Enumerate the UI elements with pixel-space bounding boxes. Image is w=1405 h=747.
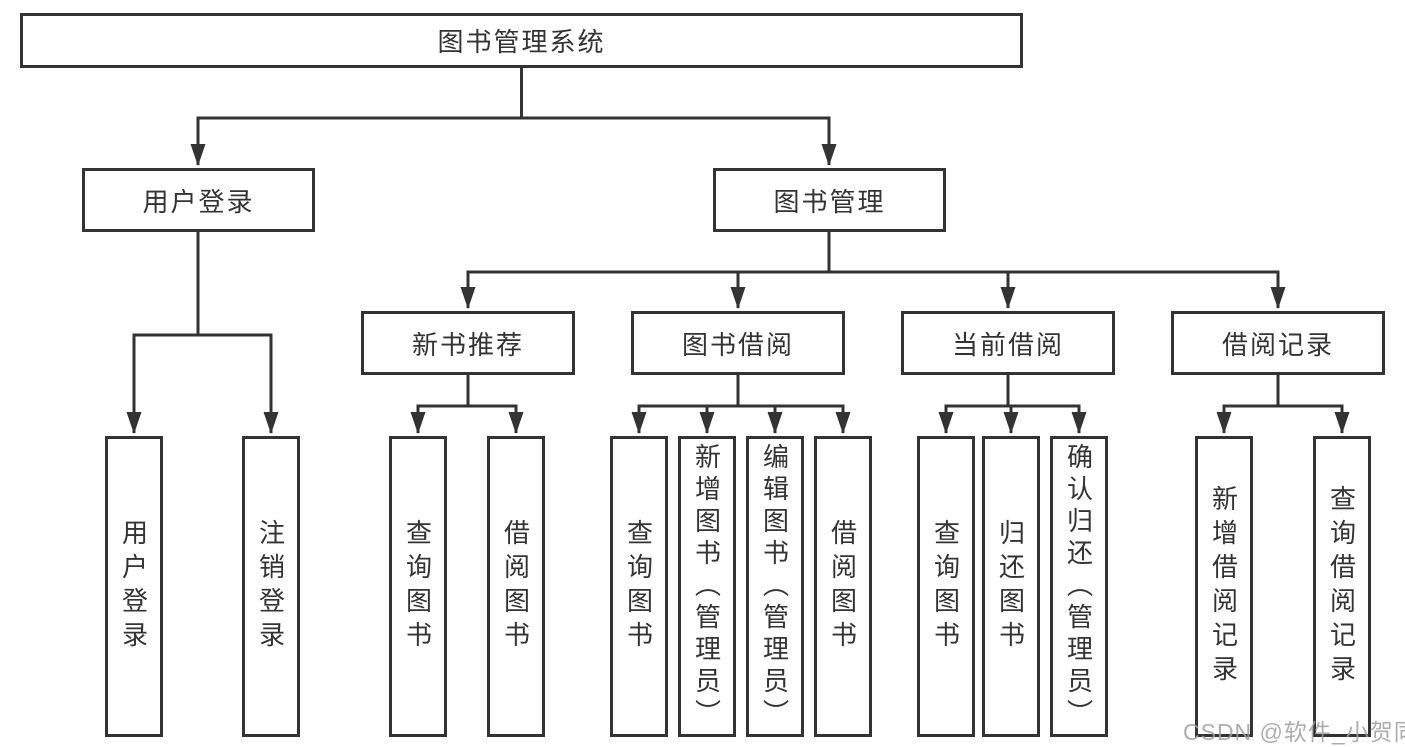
leaf-records-query-borrow-record: 查询借阅记录 — [1313, 436, 1371, 737]
leaf-borrowing-edit-books-admin: 编辑图书（管理员） — [746, 436, 804, 737]
watermark-text: CSDN @软件_小贺同学 — [1183, 719, 1405, 745]
node-new-book-recommend: 新书推荐 — [361, 311, 575, 375]
node-borrowing-records: 借阅记录 — [1171, 311, 1385, 375]
leaf-user-login: 用户登录 — [105, 436, 163, 737]
node-root: 图书管理系统 — [20, 13, 1023, 68]
leaf-borrowing-add-books-admin: 新增图书（管理员） — [678, 436, 736, 737]
leaf-recommend-query-books: 查询图书 — [389, 436, 447, 737]
leaf-current-confirm-return-admin: 确认归还（管理员） — [1050, 436, 1108, 737]
node-user-login: 用户登录 — [82, 168, 315, 232]
leaf-logout: 注销登录 — [242, 436, 300, 737]
leaf-current-return-books: 归还图书 — [982, 436, 1040, 737]
node-book-borrowing: 图书借阅 — [631, 311, 845, 375]
node-book-management: 图书管理 — [713, 168, 946, 232]
leaf-current-query-books: 查询图书 — [917, 436, 975, 737]
leaf-borrowing-query-books: 查询图书 — [610, 436, 668, 737]
leaf-borrowing-borrow-books: 借阅图书 — [814, 436, 872, 737]
leaf-records-add-borrow-record: 新增借阅记录 — [1195, 436, 1253, 737]
node-current-borrowing: 当前借阅 — [901, 311, 1115, 375]
leaf-recommend-borrow-books: 借阅图书 — [487, 436, 545, 737]
